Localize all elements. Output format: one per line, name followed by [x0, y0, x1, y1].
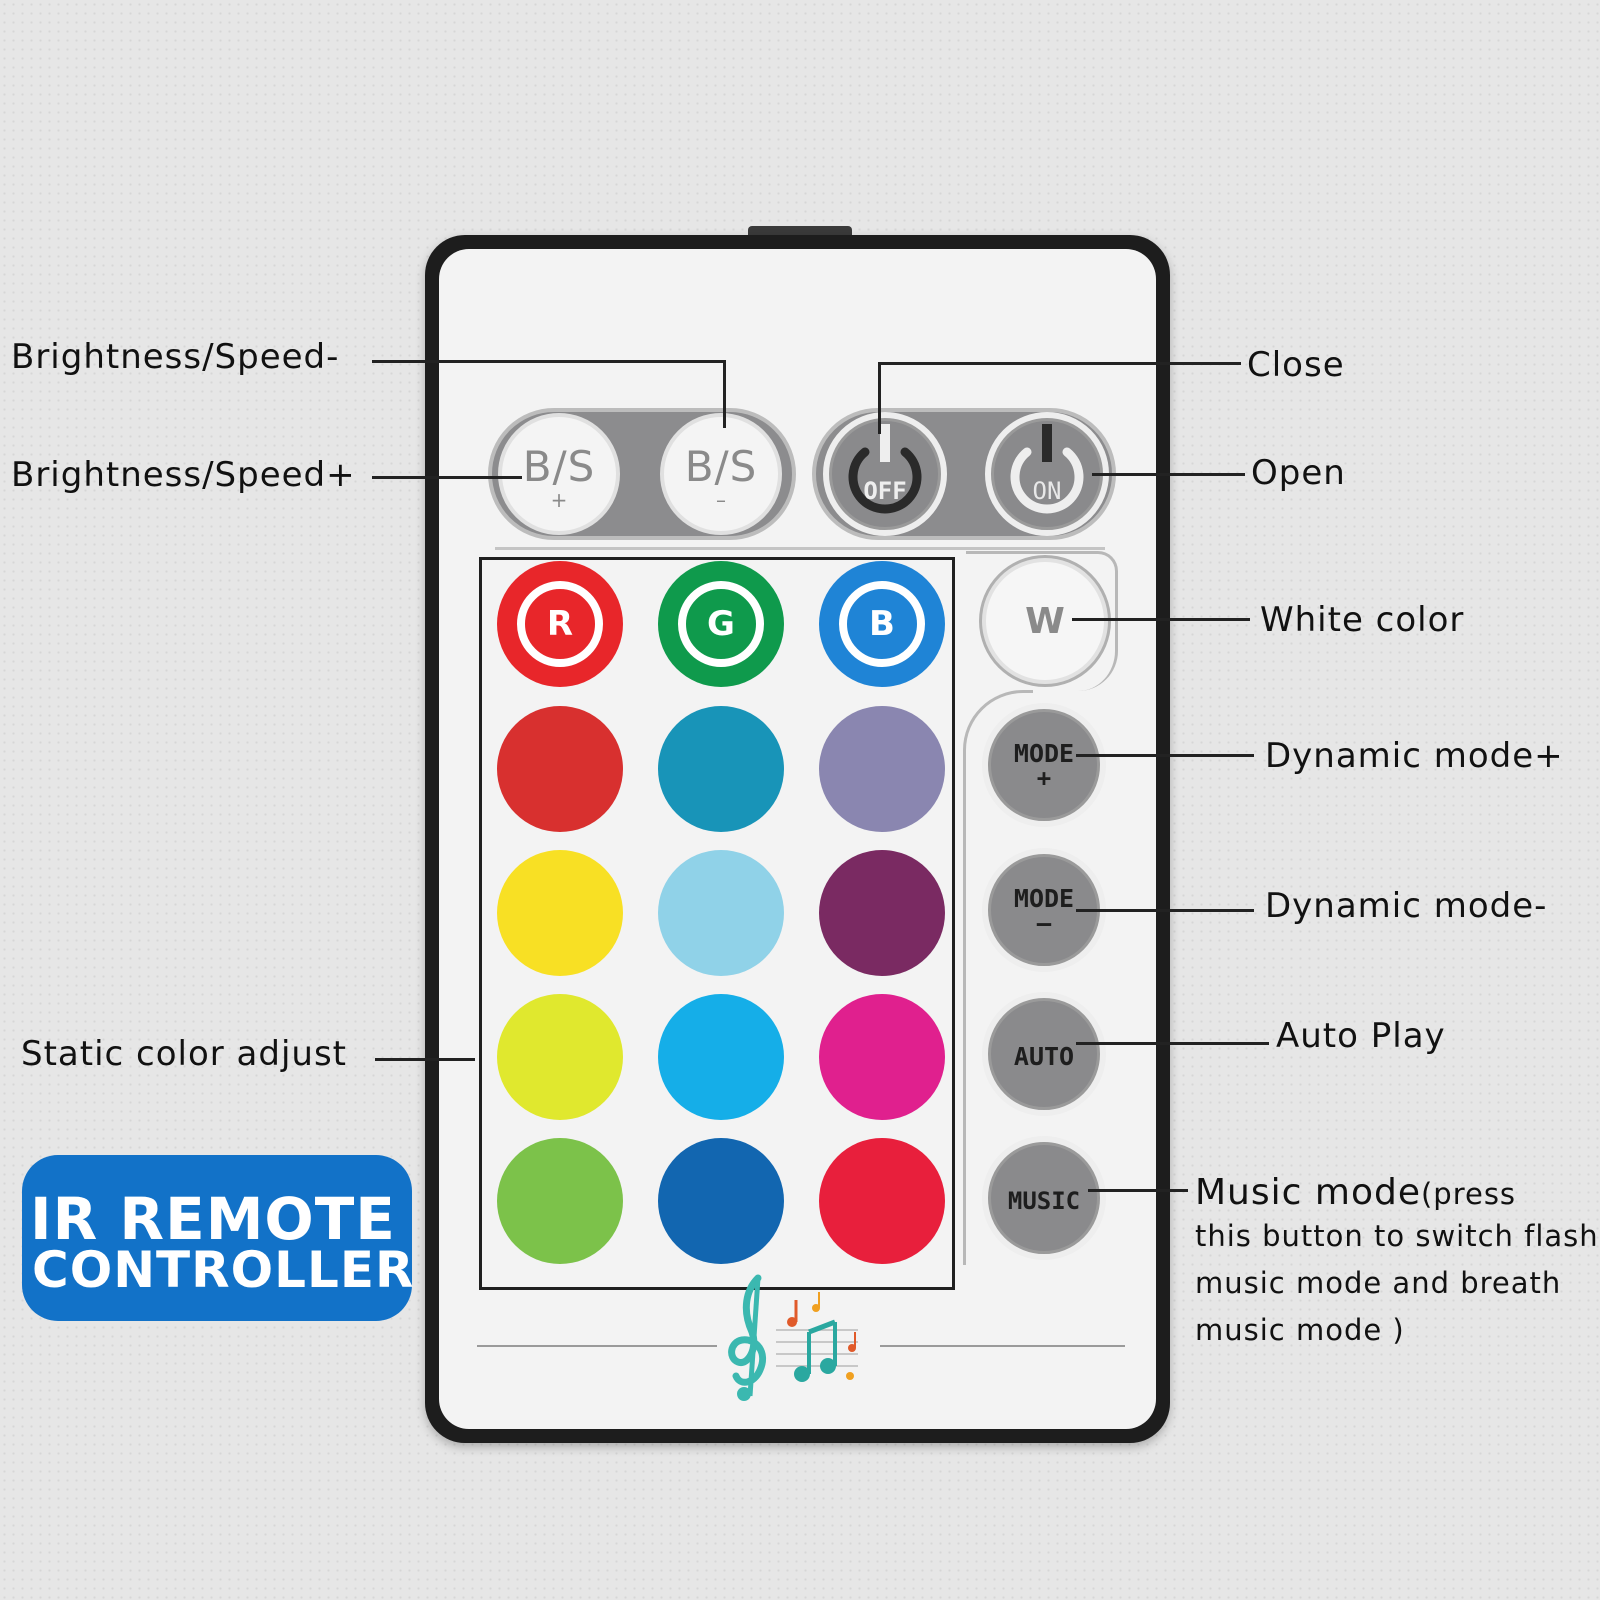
button-label: AUTO — [1013, 1042, 1075, 1071]
leader-line — [1092, 473, 1245, 476]
brightness-minus-button[interactable]: B/S – — [660, 413, 782, 535]
color-button[interactable] — [497, 850, 623, 976]
callout-dynamic-mode-plus: Dynamic mode+ — [1265, 736, 1564, 776]
music-notes-icon — [728, 1274, 858, 1401]
leader-line — [1076, 1042, 1269, 1045]
badge-line-2: CONTROLLER — [32, 1241, 415, 1299]
auto-button[interactable]: AUTO — [982, 992, 1106, 1116]
on-button[interactable]: ON — [985, 412, 1109, 536]
music-desc-line: music mode and breath — [1195, 1266, 1562, 1300]
callout-close: Close — [1247, 345, 1345, 385]
leader-line — [1076, 754, 1254, 757]
blue-button[interactable]: B — [819, 561, 945, 687]
color-button[interactable] — [819, 706, 945, 832]
callout-static-color: Static color adjust — [21, 1034, 348, 1074]
button-sub-label: – — [1036, 909, 1052, 937]
music-title: Music mode — [1195, 1172, 1421, 1213]
leader-line — [1072, 618, 1250, 621]
music-desc-line: this button to switch flash — [1195, 1219, 1599, 1253]
color-button[interactable] — [819, 850, 945, 976]
leader-line — [372, 476, 522, 479]
button-label: MUSIC — [1007, 1187, 1081, 1215]
static-color-frame — [479, 557, 955, 1290]
button-label: B/S — [684, 442, 758, 491]
white-frame — [966, 551, 1118, 691]
button-label: B — [869, 604, 895, 644]
mode-plus-button[interactable]: MODE + — [982, 703, 1106, 827]
callout-brightness-minus: Brightness/Speed- — [11, 337, 340, 377]
music-desc-line: music mode ) — [1195, 1313, 1405, 1347]
leader-line — [1088, 1189, 1188, 1192]
badge-line-1: IR REMOTE — [30, 1185, 396, 1253]
color-button[interactable] — [658, 1138, 784, 1264]
leader-line — [878, 362, 881, 434]
button-label: R — [546, 604, 574, 644]
ir-remote-badge: IR REMOTE CONTROLLER — [22, 1155, 415, 1321]
power-icon — [848, 424, 922, 514]
rgb-inner-ring: B — [839, 581, 925, 667]
button-sub-label: – — [716, 488, 726, 512]
power-icon — [1010, 424, 1084, 514]
red-button[interactable]: R — [497, 561, 623, 687]
callout-open: Open — [1251, 453, 1346, 493]
bottom-divider-left — [477, 1345, 717, 1347]
off-label: OFF — [863, 477, 907, 505]
bottom-divider-right — [880, 1345, 1125, 1347]
leader-line — [372, 360, 726, 363]
button-label: B/S — [522, 442, 596, 491]
color-button[interactable] — [819, 1138, 945, 1264]
rgb-inner-ring: G — [678, 581, 764, 667]
color-button[interactable] — [658, 994, 784, 1120]
leader-line — [723, 360, 726, 428]
callout-brightness-plus: Brightness/Speed+ — [11, 455, 356, 495]
off-button[interactable]: OFF — [823, 412, 947, 536]
callout-music-mode: Music mode(press this button to switch f… — [1195, 1172, 1599, 1354]
button-label: MODE — [1013, 739, 1075, 768]
color-button[interactable] — [497, 994, 623, 1120]
leader-line — [1076, 909, 1254, 912]
callout-auto-play: Auto Play — [1276, 1016, 1446, 1056]
green-button[interactable]: G — [658, 561, 784, 687]
color-button[interactable] — [658, 850, 784, 976]
button-label: MODE — [1013, 884, 1075, 913]
white-button[interactable]: W — [982, 558, 1108, 684]
leader-line — [375, 1058, 475, 1061]
button-label: G — [707, 604, 735, 644]
color-button[interactable] — [497, 1138, 623, 1264]
button-sub-label: + — [1036, 764, 1052, 792]
leader-line — [878, 362, 1241, 365]
color-button[interactable] — [497, 706, 623, 832]
callout-dynamic-mode-minus: Dynamic mode- — [1265, 886, 1548, 926]
top-divider — [495, 547, 1105, 550]
color-button[interactable] — [658, 706, 784, 832]
color-button[interactable] — [819, 994, 945, 1120]
music-button[interactable]: MUSIC — [982, 1136, 1106, 1260]
rgb-inner-ring: R — [517, 581, 603, 667]
button-label: W — [1025, 600, 1065, 642]
music-title-suffix: (press — [1420, 1177, 1517, 1211]
button-sub-label: + — [550, 488, 568, 512]
callout-white-color: White color — [1260, 600, 1465, 640]
brightness-plus-button[interactable]: B/S + — [498, 413, 620, 535]
on-label: ON — [1032, 477, 1062, 505]
